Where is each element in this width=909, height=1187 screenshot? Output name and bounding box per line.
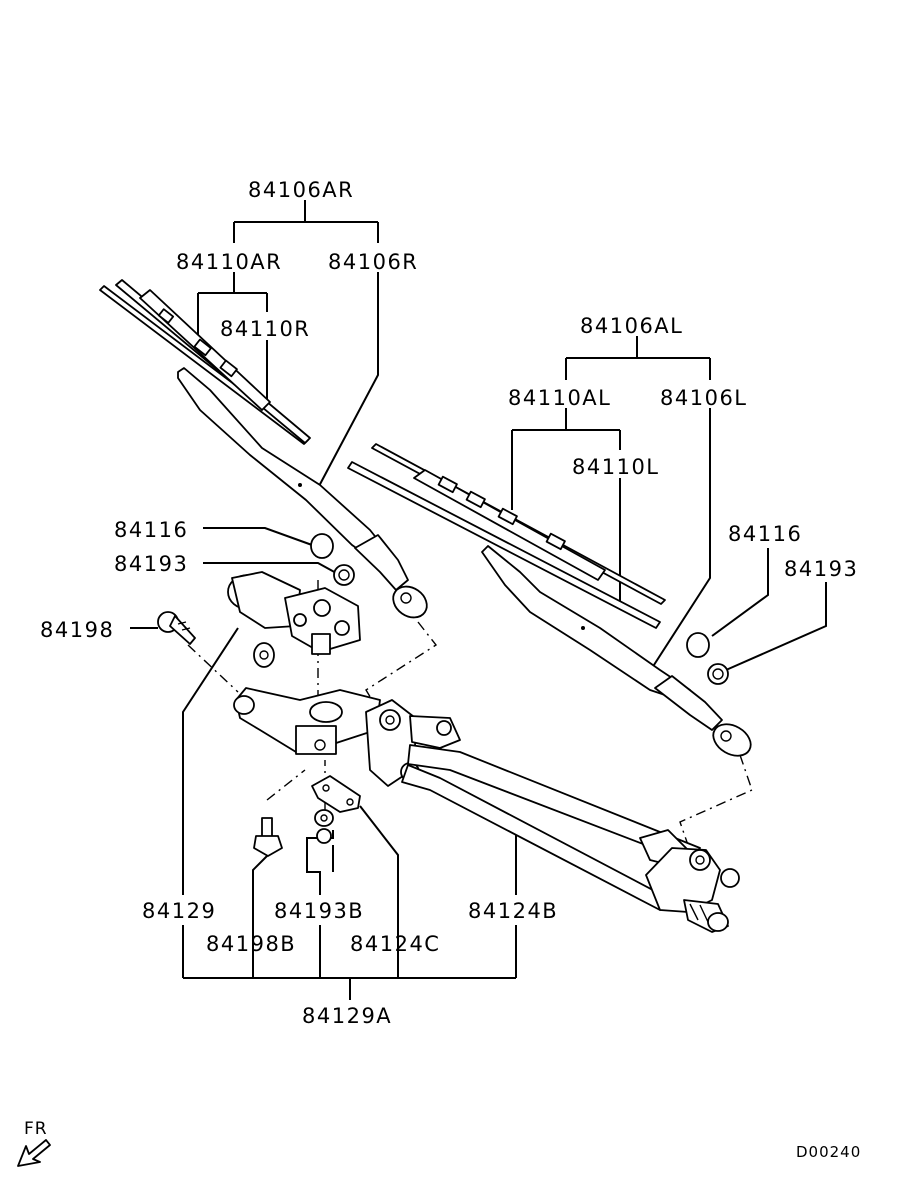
label-84110AL: 84110AL [508,386,611,410]
label-84106AL: 84106AL [580,314,683,338]
label-84129A: 84129A [302,1004,392,1028]
bolt-84198 [157,611,196,645]
label-84124C: 84124C [350,932,440,956]
pivot-caps-and-nuts [310,533,729,685]
label-84106L: 84106L [660,386,748,410]
lower-small-parts [253,775,361,857]
leader-lines [130,200,827,1000]
label-84110AR: 84110AR [176,250,282,274]
right-wiper-blade [99,279,311,445]
label-84106R: 84106R [328,250,418,274]
label-84129: 84129 [142,899,216,923]
label-84193B: 84193B [274,899,364,923]
left-wiper-blade [347,443,666,629]
fr-label: FR [24,1119,48,1139]
label-84116-right: 84116 [728,522,802,546]
label-84110L: 84110L [572,455,660,479]
diagram-code: D00240 [796,1143,861,1161]
part-labels: 84106AR 84110AR 84106R 84110R 84106AL 84… [40,178,858,1028]
label-84124B: 84124B [468,899,558,923]
label-84198: 84198 [40,618,114,642]
grommet [253,642,275,668]
right-wiper-arm [177,367,428,619]
label-84198B: 84198B [206,932,296,956]
label-84193-right: 84193 [784,557,858,581]
label-84193-left: 84193 [114,552,188,576]
label-84116-left: 84116 [114,518,188,542]
wiper-motor [227,571,361,655]
front-orientation-indicator: FR [17,1119,51,1167]
wiper-linkage-frame [233,687,740,933]
left-wiper-arm [481,545,752,757]
label-84106AR: 84106AR [248,178,354,202]
front-arrow-icon [17,1139,51,1167]
label-84110R: 84110R [220,317,310,341]
